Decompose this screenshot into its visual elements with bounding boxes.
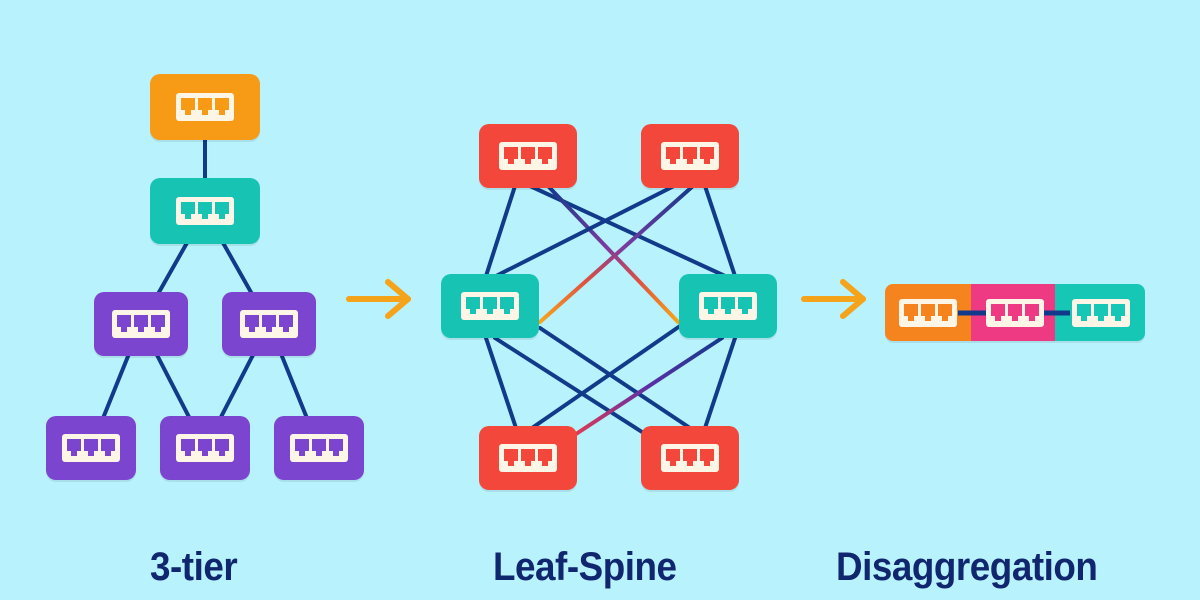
ethernet-ports-icon xyxy=(290,434,348,462)
link-spine1-leaf1 xyxy=(484,184,517,278)
ethernet-ports-icon xyxy=(240,310,298,338)
link-leaf1-spine4-b xyxy=(538,326,692,430)
link-leaf1-spine3 xyxy=(484,336,518,430)
ethernet-ports-icon xyxy=(461,292,519,320)
ethernet-ports-icon xyxy=(1072,299,1130,327)
ethernet-ports-icon xyxy=(986,299,1044,327)
link-leaf2-spine3-b xyxy=(574,336,724,436)
ethernet-ports-icon xyxy=(699,292,757,320)
label-leaf-spine: Leaf-Spine xyxy=(493,545,677,589)
ethernet-ports-icon xyxy=(62,434,120,462)
switch-node-edge2 xyxy=(160,416,250,482)
ethernet-ports-icon xyxy=(899,299,957,327)
switch-node-core xyxy=(150,74,260,142)
switch-node-leaf1 xyxy=(441,274,539,340)
switch-node-agg xyxy=(150,178,260,246)
switch-node-spine1 xyxy=(479,124,577,190)
link-spine2-leaf1-b xyxy=(538,184,695,324)
switch-node-edge3 xyxy=(274,416,364,482)
link-leaf2-spine3 xyxy=(530,324,682,430)
switch-node-edge1 xyxy=(46,416,136,482)
ethernet-ports-icon xyxy=(176,93,234,121)
link-spine2-leaf2 xyxy=(703,184,737,278)
link-spine1-leaf2-b xyxy=(546,184,680,324)
arrow-right-2-icon xyxy=(801,279,866,319)
ethernet-ports-icon xyxy=(112,310,170,338)
switch-node-spine2 xyxy=(641,124,739,190)
arrow-right-1-icon xyxy=(346,279,411,319)
ethernet-ports-icon xyxy=(661,444,719,472)
switch-node-access2 xyxy=(222,292,316,358)
label-3-tier: 3-tier xyxy=(150,545,238,589)
ethernet-ports-icon xyxy=(661,142,719,170)
disaggregated-switch xyxy=(885,284,1145,343)
ethernet-ports-icon xyxy=(176,197,234,225)
ethernet-ports-icon xyxy=(499,142,557,170)
switch-node-access1 xyxy=(94,292,188,358)
switch-node-leaf2 xyxy=(679,274,777,340)
ethernet-ports-icon xyxy=(499,444,557,472)
switch-node-spine4 xyxy=(641,426,739,492)
switch-node-spine3 xyxy=(479,426,577,492)
ethernet-ports-icon xyxy=(176,434,234,462)
link-spine2-leaf1 xyxy=(494,184,676,278)
link-leaf2-spine4 xyxy=(703,336,737,430)
link-leaf1-spine4 xyxy=(493,336,644,434)
label-disaggregation: Disaggregation xyxy=(836,545,1098,589)
